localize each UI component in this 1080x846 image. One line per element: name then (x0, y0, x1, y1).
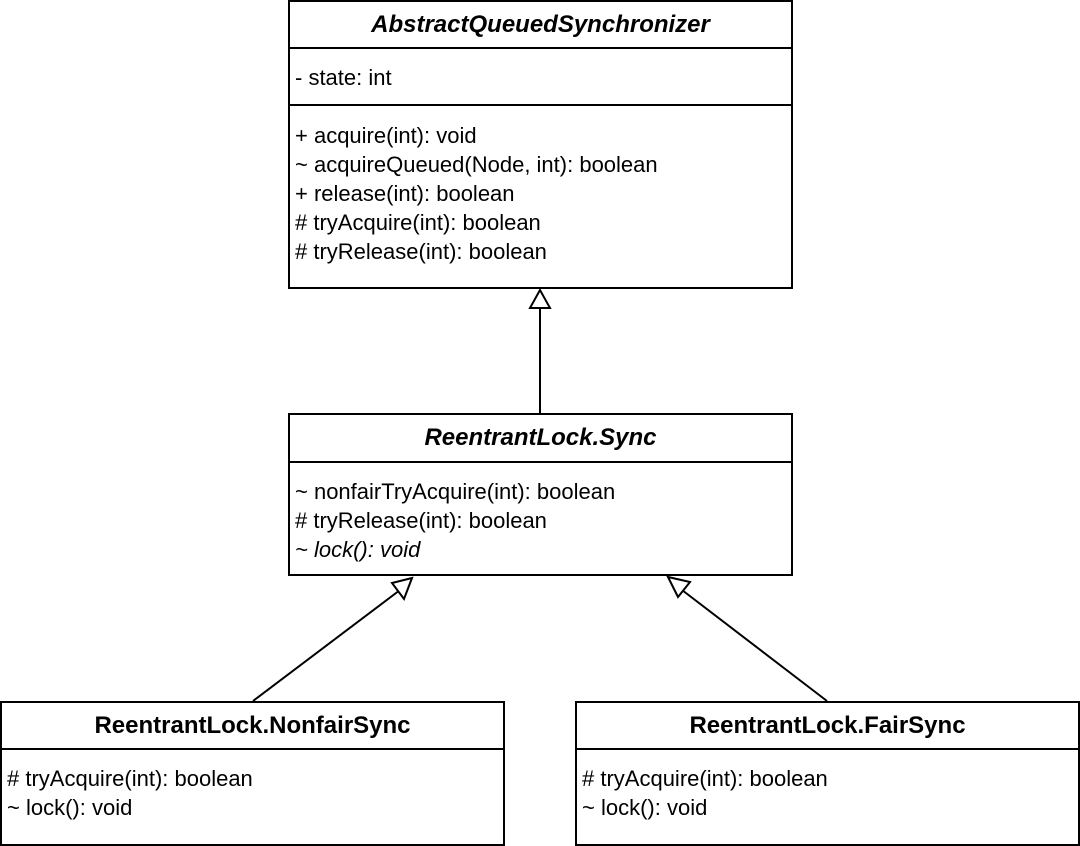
class-reentrantlock-nonfairsync[interactable]: ReentrantLock.NonfairSync # tryAcquire(i… (0, 701, 505, 846)
method-try-acquire: # tryAcquire(int): boolean (295, 210, 541, 235)
method-acquire: + acquire(int): void (295, 123, 477, 148)
class-name: ReentrantLock.FairSync (577, 703, 1078, 750)
method-try-release: # tryRelease(int): boolean (295, 239, 547, 264)
edge-nonfair-to-sync (252, 589, 401, 702)
field-state: - state: int (295, 65, 392, 90)
method-try-release: # tryRelease(int): boolean (295, 508, 547, 533)
method-nonfair-try-acquire: ~ nonfairTryAcquire(int): boolean (295, 479, 616, 504)
method-try-acquire: # tryAcquire(int): boolean (582, 766, 828, 791)
class-reentrantlock-fairsync[interactable]: ReentrantLock.FairSync # tryAcquire(int)… (575, 701, 1080, 846)
generalization-arrowhead (390, 576, 414, 602)
method-lock-abstract: ~ lock(): void (295, 537, 421, 562)
method-try-acquire: # tryAcquire(int): boolean (7, 766, 253, 791)
method-acquire-queued: ~ acquireQueued(Node, int): boolean (295, 152, 658, 177)
methods-section: + acquire(int): void ~ acquireQueued(Nod… (290, 106, 791, 266)
methods-section: ~ nonfairTryAcquire(int): boolean # tryR… (290, 463, 791, 564)
methods-section: # tryAcquire(int): boolean ~ lock(): voi… (2, 750, 503, 822)
class-name: ReentrantLock.Sync (290, 415, 791, 463)
fields-section: - state: int (290, 49, 791, 106)
method-lock: ~ lock(): void (7, 795, 133, 820)
generalization-arrowhead (666, 575, 692, 599)
class-name: AbstractQueuedSynchronizer (290, 2, 791, 49)
generalization-arrowhead (528, 287, 552, 309)
method-lock: ~ lock(): void (582, 795, 708, 820)
class-name: ReentrantLock.NonfairSync (2, 703, 503, 750)
method-release: + release(int): boolean (295, 181, 515, 206)
class-abstract-queued-synchronizer[interactable]: AbstractQueuedSynchronizer - state: int … (288, 0, 793, 289)
class-reentrantlock-sync[interactable]: ReentrantLock.Sync ~ nonfairTryAcquire(i… (288, 413, 793, 576)
edge-fair-to-sync (681, 589, 828, 702)
methods-section: # tryAcquire(int): boolean ~ lock(): voi… (577, 750, 1078, 822)
